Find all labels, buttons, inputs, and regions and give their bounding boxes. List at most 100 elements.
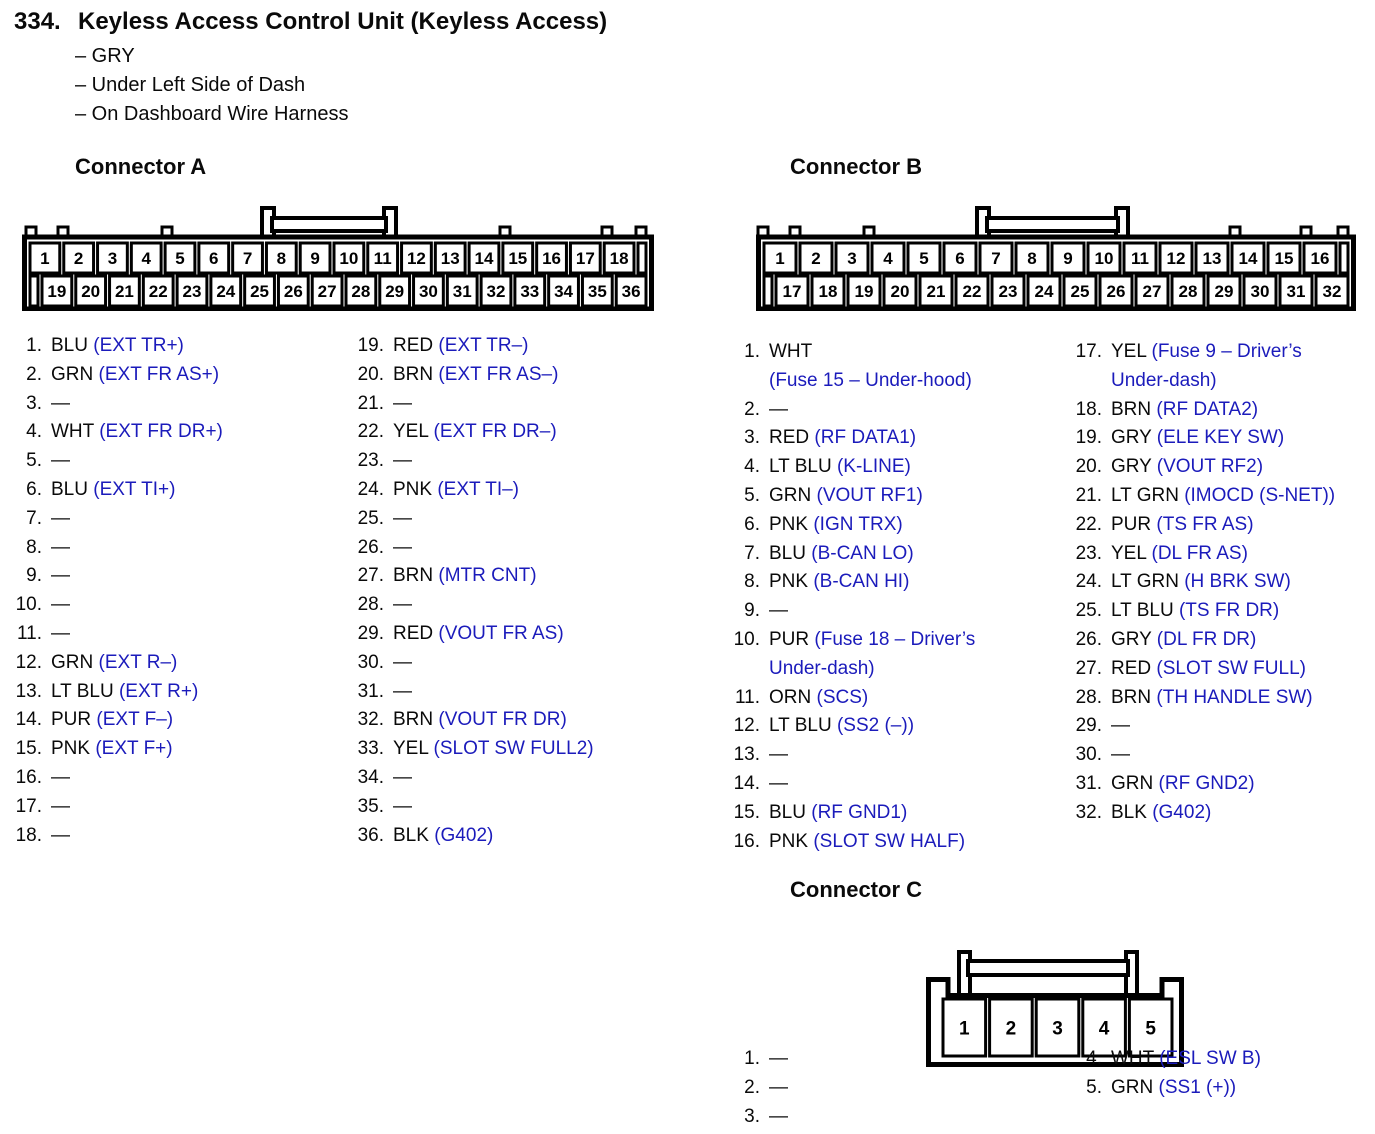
pin-number: 20. (1075, 456, 1102, 478)
pin-number: 36. (357, 824, 384, 846)
signal-name: (EXT FR AS+) (98, 363, 220, 385)
pin-cell-number: 21 (927, 282, 946, 301)
wire-color: YEL (393, 421, 429, 443)
pin-cell (28, 241, 62, 275)
wire-color: — (51, 507, 70, 529)
pin-wire: — (769, 770, 788, 799)
signal-name: (B-CAN HI) (813, 571, 910, 593)
pin-number: 12. (15, 651, 42, 673)
wire-color: LT BLU (51, 680, 114, 702)
pin-number: 27. (1075, 657, 1102, 679)
pin-number: 4. (26, 421, 42, 443)
pin-row: 17.— (6, 793, 223, 822)
pin-number: 19. (1075, 427, 1102, 449)
pin-wire: BRN (RF DATA2) (1111, 396, 1258, 425)
pin-number: 4. (744, 456, 760, 478)
pin-number: 15. (733, 801, 760, 823)
pin-cell-number: 24 (1035, 282, 1054, 301)
signal-name: (EXT R–) (98, 651, 178, 673)
pin-wire: RED (SLOT SW FULL) (1111, 655, 1306, 684)
pin-number: 16. (15, 766, 42, 788)
pin-wire: — (393, 534, 412, 563)
pin-number: 17. (1075, 341, 1102, 362)
pin-wire: YEL (SLOT SW FULL2) (393, 735, 594, 764)
signal-name: (EXT TI–) (437, 478, 520, 500)
pin-number: 8. (26, 536, 42, 558)
pin-number: 2. (744, 398, 760, 420)
pin-number: 18. (15, 824, 42, 846)
pin-cell (1230, 241, 1266, 275)
wire-color: PNK (393, 478, 433, 500)
pin-cell (264, 241, 298, 275)
blank-cell (28, 274, 40, 308)
pin-row: 1.BLU (EXT TR+) (6, 332, 223, 361)
pin-number: 1. (26, 335, 42, 356)
pin-wire: GRN (RF GND2) (1111, 770, 1255, 799)
pin-cell-number: 15 (1275, 249, 1294, 268)
pin-wire: BLU (RF GND1) (769, 799, 907, 828)
pin-wire: — (769, 1045, 788, 1074)
pin-cell-number: 9 (1063, 249, 1072, 268)
pin-row: 1.— (724, 1045, 788, 1074)
pin-row: 34.— (348, 764, 594, 793)
wire-color: GRN (1111, 1076, 1154, 1098)
pin-cell-number: 3 (847, 249, 856, 268)
pin-cell (978, 241, 1014, 275)
pin-row: 23.— (348, 447, 594, 476)
pin-wire: BLU (EXT TI+) (51, 476, 175, 505)
wire-color: GRN (51, 363, 94, 385)
blank-cell (1338, 241, 1350, 275)
pin-cell (1062, 274, 1098, 308)
wire-color: GRN (769, 484, 812, 506)
pin-cell-number: 27 (318, 282, 337, 301)
pin-number: 16. (733, 830, 760, 852)
signal-name: (EXT FR DR+) (99, 421, 223, 443)
pin-cell (988, 997, 1034, 1058)
wire-color: YEL (393, 738, 429, 760)
pin-cell (535, 241, 568, 275)
pin-number: 21. (1075, 484, 1102, 506)
pin-row: 33. YEL (SLOT SW FULL2) (348, 735, 594, 764)
signal-name: (RF DATA1) (814, 427, 917, 449)
pin-number: 19. (357, 335, 384, 356)
pin-number: 33. (357, 738, 384, 760)
wire-color: — (1111, 744, 1130, 766)
pin-wire: PNK (B-CAN HI) (769, 568, 909, 597)
signal-name: (H BRK SW) (1184, 571, 1291, 593)
pin-cell (62, 241, 96, 275)
pin-row: 25.— (348, 505, 594, 534)
pin-cell-number: 1 (959, 1018, 970, 1039)
pin-row: 28.BRN (TH HANDLE SW) (1066, 684, 1335, 713)
pin-cell-number: 28 (351, 282, 370, 301)
pin-row-continuation: Under-dash) (1066, 367, 1335, 396)
pin-cell (332, 241, 366, 275)
pin-row: 16.PNK (SLOT SW HALF) (724, 828, 975, 857)
pin-wire: — (393, 591, 412, 620)
pin-cell (568, 241, 602, 275)
pin-number: 22. (1075, 513, 1102, 535)
pin-number: 3. (744, 1105, 760, 1127)
pin-row: 32.BLK (G402) (1066, 799, 1335, 828)
wire-color: LT GRN (1111, 484, 1179, 506)
detail-list: – GRY– Under Left Side of Dash– On Dashb… (75, 42, 348, 129)
pin-number-blank (724, 655, 760, 684)
pin-wire: GRY (VOUT RF2) (1111, 453, 1263, 482)
wire-color: — (51, 450, 70, 472)
wire-color: GRY (1111, 427, 1152, 449)
pin-row: 11.ORN (SCS) (724, 684, 975, 713)
pin-wire: — (393, 649, 412, 678)
pin-row: 20. GRY (VOUT RF2) (1066, 453, 1335, 482)
wire-color: RED (393, 622, 434, 644)
pin-row: 12.GRN (EXT R–) (6, 649, 223, 678)
pin-cell-number: 26 (1107, 282, 1126, 301)
pin-wire: BRN (MTR CNT) (393, 562, 537, 591)
pin-wire: PUR (EXT F–) (51, 706, 173, 735)
pin-number: 15. (15, 738, 42, 760)
connector-a-title: Connector A (75, 154, 207, 179)
signal-name: Under-dash) (1111, 369, 1217, 391)
signal-name: (ESL SW B) (1159, 1048, 1261, 1069)
pin-cell (231, 241, 264, 275)
latch-bar (966, 959, 1130, 977)
pin-wire: — (393, 390, 412, 419)
